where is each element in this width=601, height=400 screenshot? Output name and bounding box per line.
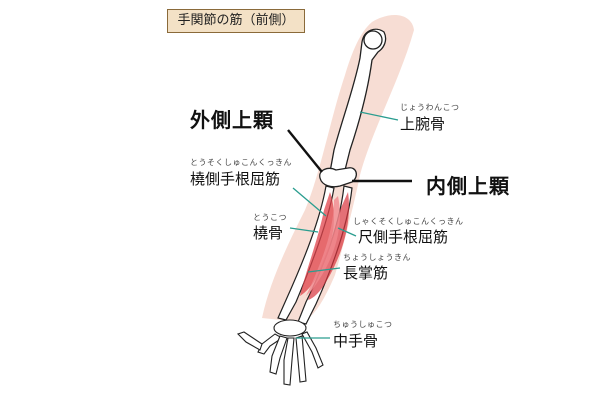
radius-ruby: とうこつ — [253, 213, 287, 222]
humerus-leader — [359, 111, 399, 121]
humerus-label: 上腕骨 — [400, 115, 446, 133]
palmaris-muscle — [306, 196, 340, 296]
fcu-label: 尺側手根屈筋 — [358, 228, 449, 246]
fcu-leader — [337, 227, 357, 237]
humerus-head — [363, 30, 383, 50]
radius-leader — [289, 227, 319, 233]
palmaris-leader — [307, 267, 341, 273]
radius-label: 橈骨 — [253, 224, 284, 242]
fcr-ruby: とうそくしゅこんくっきん — [190, 158, 292, 167]
diagram-title: 手関節の筋（前側） — [167, 9, 305, 33]
fcr-leader — [292, 187, 327, 217]
humerus-ruby: じょうわんこつ — [400, 103, 460, 112]
hand-skeleton — [236, 319, 324, 386]
humerus-bone — [329, 28, 387, 173]
lateral-epicondyle-pointer — [287, 129, 323, 173]
fcu-ruby: しゃくそくしゅこんくっきん — [353, 217, 464, 226]
palmaris-ruby: ちょうしょうきん — [343, 253, 411, 262]
fcr-muscle — [300, 192, 334, 296]
lateral-epicondyle-label: 外側上顆 — [190, 108, 274, 132]
palmaris-label: 長掌筋 — [343, 264, 389, 282]
elbow-condyles — [319, 167, 358, 188]
fcr-label: 橈側手根屈筋 — [190, 170, 281, 188]
metacarpal-label: 中手骨 — [333, 332, 379, 350]
medial-epicondyle-label: 内側上顆 — [426, 174, 510, 198]
metacarpal-ruby: ちゅうしゅこつ — [333, 320, 393, 329]
